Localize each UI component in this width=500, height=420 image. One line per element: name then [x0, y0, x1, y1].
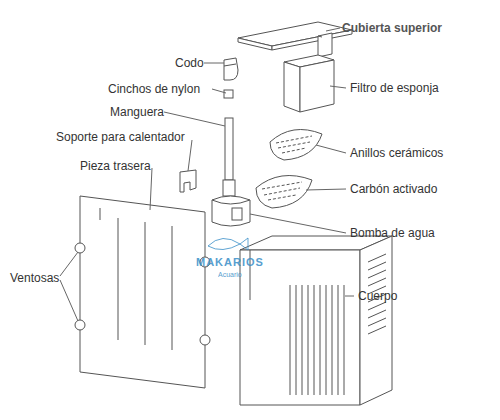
- suction-cups: [75, 243, 210, 345]
- leader-lines: [60, 28, 354, 321]
- part-label: Codo: [175, 56, 204, 70]
- top-cover: [238, 22, 352, 57]
- part-label: Manguera: [110, 105, 164, 119]
- sponge-filter: [284, 55, 334, 112]
- part-label: Bomba de agua: [350, 226, 435, 240]
- part-label: Cinchos de nylon: [108, 82, 200, 96]
- hose: [223, 90, 235, 196]
- ceramic-tray: [270, 130, 322, 161]
- part-label: Soporte para calentador: [56, 130, 185, 144]
- part-label: Pieza trasera: [80, 159, 151, 173]
- part-label: Filtro de esponja: [350, 81, 439, 95]
- elbow: [224, 58, 238, 80]
- back-plate: [80, 196, 205, 388]
- part-label: Ventosas: [10, 271, 59, 285]
- watermark-logo: [208, 238, 248, 250]
- part-label: Anillos cerámicos: [350, 146, 443, 160]
- heading-label: Cubierta superior: [342, 21, 442, 35]
- water-pump: [212, 196, 250, 226]
- part-label: Carbón activado: [350, 182, 437, 196]
- carbon-tray: [256, 176, 312, 209]
- watermark: MAKARIOS: [196, 255, 264, 269]
- part-label: Cuerpo: [358, 289, 397, 303]
- watermark: Acuario: [218, 268, 242, 282]
- heater-holder: [180, 170, 196, 192]
